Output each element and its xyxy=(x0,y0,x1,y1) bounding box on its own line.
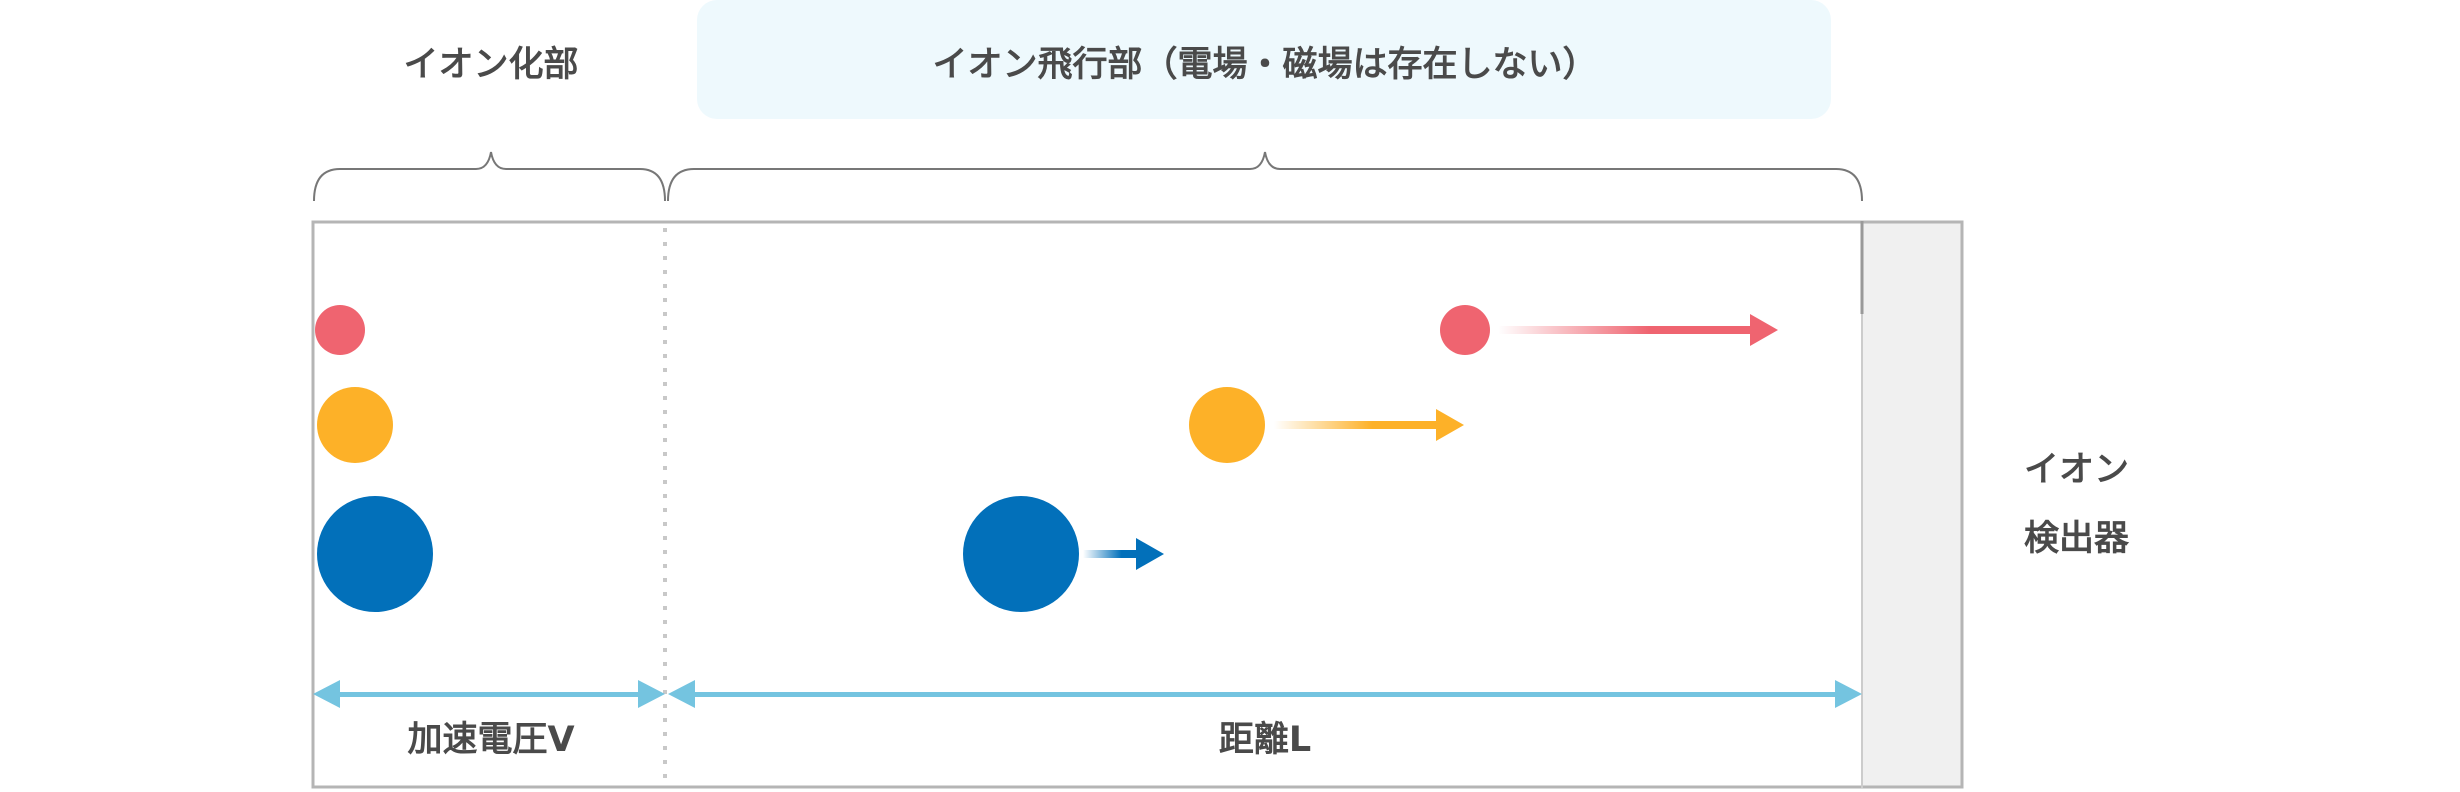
heavy-ion-velocity-arrow xyxy=(1083,550,1138,558)
heavy-ion-arrowhead xyxy=(1136,538,1164,570)
detector-label-line1: イオン xyxy=(2024,450,2129,490)
detector-label-line2: 検出器 xyxy=(2024,519,2130,559)
light-ion-flight xyxy=(1440,305,1490,355)
medium-ion-start xyxy=(317,387,393,463)
flight-section-label: イオン飛行部（電場・磁場は存在しない） xyxy=(932,45,1597,85)
ionization-brace xyxy=(313,151,666,202)
flight-section-header-bg xyxy=(697,0,1831,119)
medium-ion-arrowhead xyxy=(1436,409,1464,441)
ionization-section-label: イオン化部 xyxy=(403,45,578,85)
medium-ion-velocity-arrow xyxy=(1274,421,1438,429)
voltage-dimension-arrow xyxy=(313,680,665,708)
light-ion-arrowhead xyxy=(1750,314,1778,346)
heavy-ion-flight xyxy=(963,496,1079,612)
medium-ion-flight xyxy=(1189,387,1265,463)
distance-dimension-arrow xyxy=(668,680,1862,708)
heavy-ion-start xyxy=(317,496,433,612)
distance-label: 距離L xyxy=(1219,720,1311,760)
flight-tube xyxy=(311,220,1964,789)
detector-area xyxy=(1862,221,1963,788)
acceleration-voltage-label: 加速電圧V xyxy=(407,720,574,760)
flight-brace xyxy=(667,151,1863,202)
light-ion-start xyxy=(315,305,365,355)
light-ion-velocity-arrow xyxy=(1498,326,1750,334)
